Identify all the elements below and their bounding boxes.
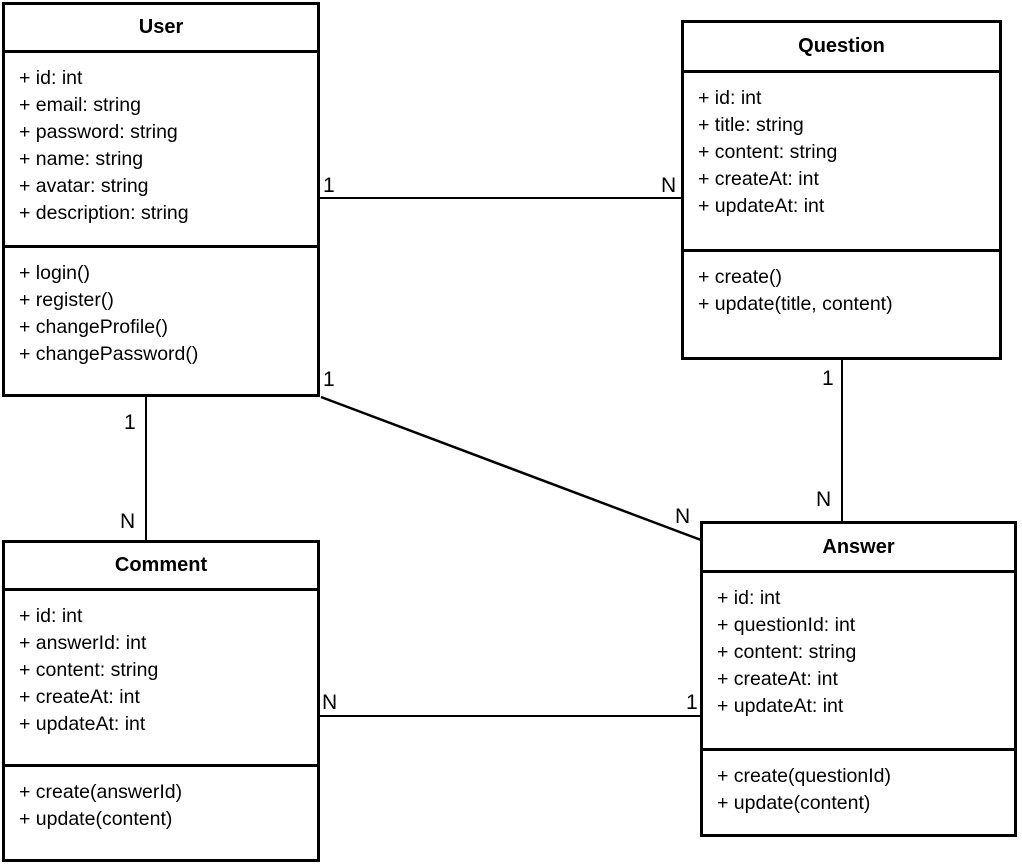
attribute-row: + answerId: int <box>19 632 147 654</box>
class-title-comment: Comment <box>5 543 317 591</box>
multiplicity-user-answer-source: 1 <box>323 368 335 391</box>
class-box-question[interactable]: Question + id: int + title: string + con… <box>681 20 1002 360</box>
attribute-row: + createAt: int <box>698 168 819 190</box>
multiplicity-user-comment-target: N <box>120 510 136 533</box>
method-row: + create() <box>698 266 782 288</box>
attribute-row: + avatar: string <box>19 175 149 197</box>
attribute-row: + title: string <box>698 114 804 136</box>
multiplicity-comment-answer-target: 1 <box>686 691 698 714</box>
attribute-row: + email: string <box>19 94 141 116</box>
multiplicity-user-comment-source: 1 <box>124 411 136 434</box>
association-question-answer[interactable] <box>841 360 843 521</box>
class-box-user[interactable]: User + id: int + email: string + passwor… <box>2 2 320 397</box>
class-box-answer[interactable]: Answer + id: int + questionId: int + con… <box>700 521 1017 837</box>
method-row: + update(title, content) <box>698 293 893 315</box>
class-attributes-question: + id: int + title: string + content: str… <box>684 73 999 252</box>
multiplicity-user-question-target: N <box>661 174 677 197</box>
method-row: + login() <box>19 262 90 284</box>
class-methods-user: + login() + register() + changeProfile()… <box>5 248 317 378</box>
attribute-row: + updateAt: int <box>717 695 844 717</box>
association-user-comment[interactable] <box>145 397 147 540</box>
attribute-row: + id: int <box>698 87 762 109</box>
attribute-row: + updateAt: int <box>19 713 146 735</box>
attribute-row: + content: string <box>698 141 838 163</box>
attribute-row: + id: int <box>717 587 781 609</box>
association-comment-answer[interactable] <box>320 715 701 717</box>
class-methods-question: + create() + update(title, content) <box>684 252 999 328</box>
class-methods-comment: + create(answerId) + update(content) <box>5 767 317 843</box>
class-methods-answer: + create(questionId) + update(content) <box>703 751 1014 827</box>
attribute-row: + password: string <box>19 121 178 143</box>
method-row: + create(answerId) <box>19 781 183 803</box>
class-title-question: Question <box>684 23 999 73</box>
attribute-row: + name: string <box>19 148 144 170</box>
multiplicity-comment-answer-source: N <box>322 691 338 714</box>
attribute-row: + content: string <box>717 641 857 663</box>
method-row: + update(content) <box>19 808 173 830</box>
method-row: + changePassword() <box>19 343 199 365</box>
class-attributes-answer: + id: int + questionId: int + content: s… <box>703 573 1014 751</box>
class-attributes-comment: + id: int + answerId: int + content: str… <box>5 591 317 767</box>
method-row: + register() <box>19 289 114 311</box>
method-row: + update(content) <box>717 792 871 814</box>
attribute-row: + description: string <box>19 202 189 224</box>
attribute-row: + createAt: int <box>717 668 838 690</box>
attribute-row: + questionId: int <box>717 614 856 636</box>
attribute-row: + updateAt: int <box>698 195 825 217</box>
class-title-user: User <box>5 5 317 53</box>
association-user-question[interactable] <box>320 197 682 199</box>
association-user-answer-line <box>320 395 702 542</box>
method-row: + changeProfile() <box>19 316 169 338</box>
method-row: + create(questionId) <box>717 765 891 787</box>
class-title-answer: Answer <box>703 524 1014 573</box>
class-box-comment[interactable]: Comment + id: int + answerId: int + cont… <box>2 540 320 862</box>
attribute-row: + id: int <box>19 605 83 627</box>
attribute-row: + createAt: int <box>19 686 140 708</box>
class-attributes-user: + id: int + email: string + password: st… <box>5 53 317 248</box>
multiplicity-user-question-source: 1 <box>323 174 335 197</box>
multiplicity-user-answer-target: N <box>675 505 691 528</box>
attribute-row: + content: string <box>19 659 159 681</box>
attribute-row: + id: int <box>19 67 83 89</box>
multiplicity-question-answer-source: 1 <box>822 367 834 390</box>
multiplicity-question-answer-target: N <box>816 488 832 511</box>
